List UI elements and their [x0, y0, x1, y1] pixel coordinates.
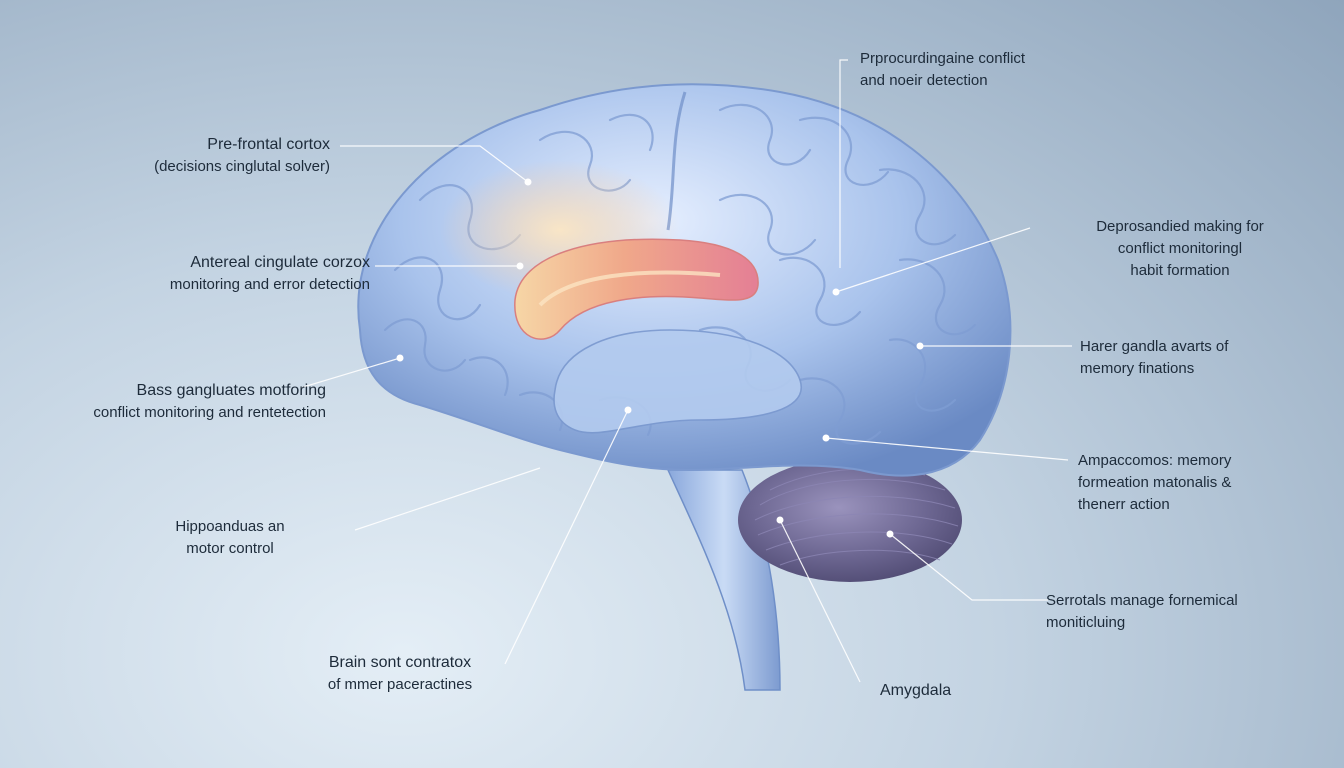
label-amygdala: Amygdala — [880, 682, 952, 699]
label-right-1: Deprosandied making for conflict monitor… — [1096, 218, 1264, 279]
leader-lines — [299, 59, 1072, 683]
anchor-dots — [396, 178, 924, 538]
label-anterior-cingulate: Antereal cingulate corzox monitoring and… — [169, 254, 370, 293]
label-prefrontal: Pre-frontal cortox (decisions cinglutal … — [154, 136, 330, 175]
label-right-4: Serrotals manage fornemical moniticluing — [1046, 592, 1238, 631]
cerebellum — [738, 458, 962, 582]
label-brainstem: Brain sont contratox of mmer paceractine… — [327, 654, 473, 693]
label-top-right: Prprocurdingaine conflict and noeir dete… — [860, 50, 1026, 89]
label-right-2: Harer gandla avarts of memory finations — [1080, 338, 1229, 377]
cingulate-cortex — [514, 238, 759, 340]
label-right-3: Ampaccomos: memory formeation matonalis … — [1078, 452, 1232, 513]
label-basal-ganglia: Bass gangluates motforing conflict monit… — [93, 382, 326, 421]
temporal-lobe — [553, 329, 803, 434]
label-hippocampus-left: Hippoanduas an motor control — [175, 518, 285, 557]
